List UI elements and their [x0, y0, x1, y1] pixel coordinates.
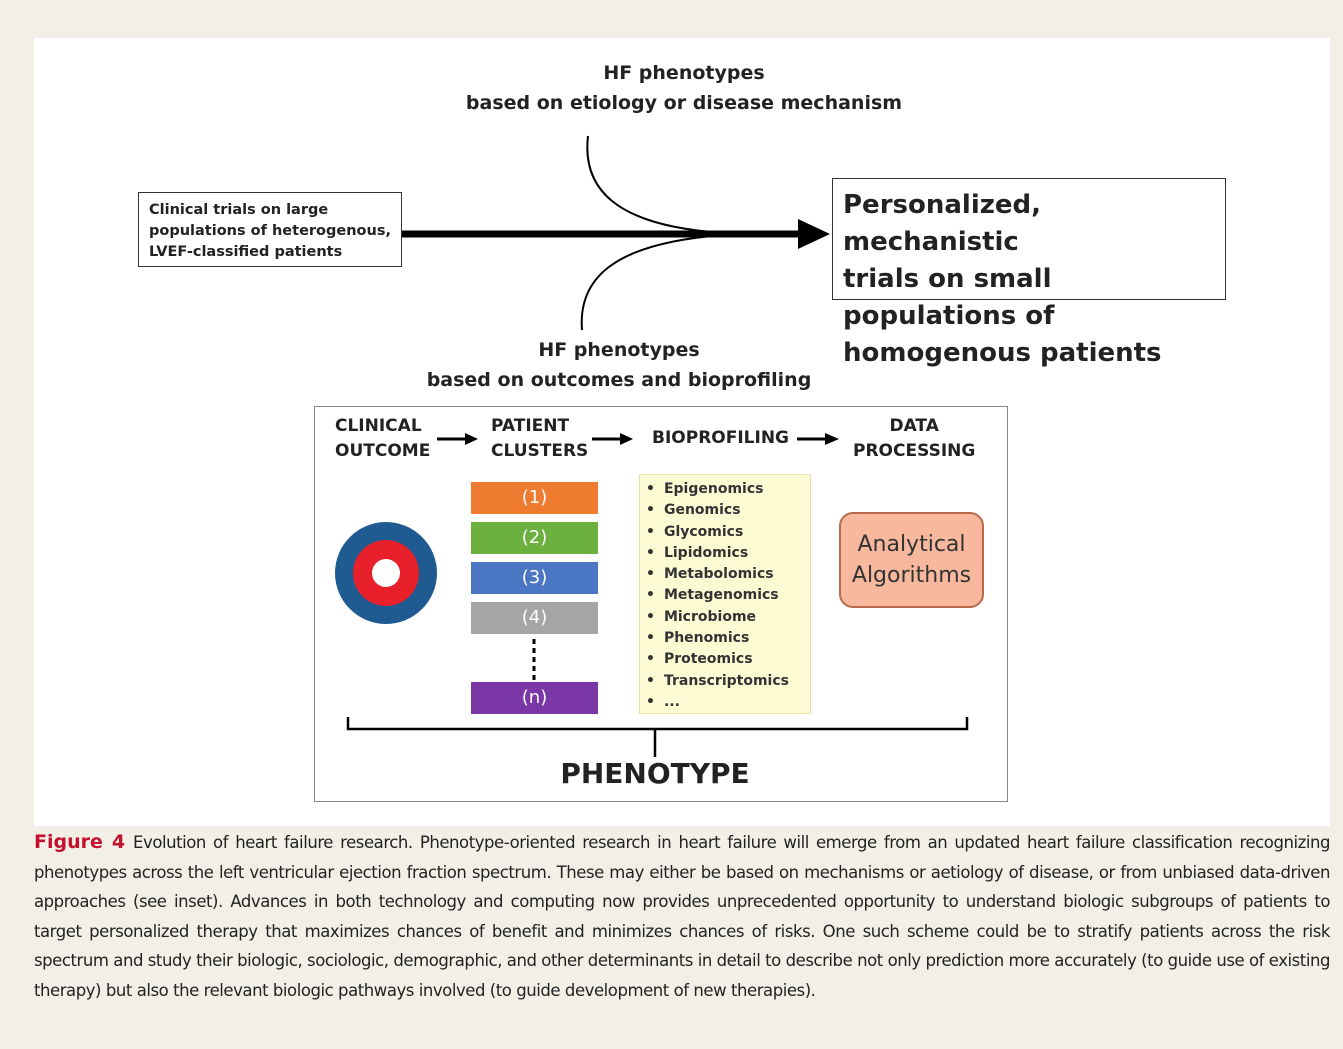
- step-bioprofiling: BIOPROFILING: [652, 426, 789, 451]
- cluster-label: (2): [521, 527, 548, 548]
- algorithm-line2: Algorithms: [851, 563, 972, 588]
- bottom-converging-curve: [580, 234, 725, 331]
- convergence-arrows: [402, 135, 830, 331]
- step-data-line1: DATA: [889, 416, 939, 436]
- caption-text: Evolution of heart failure research. Phe…: [34, 833, 1330, 1000]
- bioprofiling-item: Metabolomics: [646, 564, 810, 585]
- cluster-bar: (3): [471, 562, 598, 594]
- bioprofiling-item: Phenomics: [646, 628, 810, 649]
- left-box-line2: populations of heterogenous,: [149, 223, 391, 239]
- cluster-label: (1): [521, 487, 548, 508]
- bioprofiling-item: Transcriptomics: [646, 671, 810, 692]
- step-arrow-1-head: [465, 433, 478, 445]
- top-converging-curve: [586, 135, 725, 234]
- step-clinical-line2: OUTCOME: [335, 441, 431, 461]
- bioprofiling-item: Proteomics: [646, 649, 810, 670]
- bottom-phenotype-label: HF phenotypes based on outcomes and biop…: [304, 335, 934, 395]
- bioprofiling-item: Glycomics: [646, 522, 810, 543]
- bottom-label-line1: HF phenotypes: [538, 339, 700, 361]
- top-label-line2: based on etiology or disease mechanism: [465, 92, 903, 114]
- bioprofiling-item: Metagenomics: [646, 585, 810, 606]
- top-phenotype-label: HF phenotypes based on etiology or disea…: [364, 58, 1004, 118]
- right-box-line2: trials on small populations of: [843, 264, 1055, 331]
- inset-graphics: [335, 433, 969, 757]
- phenotype-bracket: [346, 717, 969, 757]
- step-arrow-3-head: [825, 433, 839, 445]
- step-arrow-2-head: [620, 433, 633, 445]
- figure-panel: HF phenotypes based on etiology or disea…: [34, 38, 1330, 826]
- main-arrow-head: [798, 219, 830, 249]
- cluster-label: (4): [521, 607, 548, 628]
- algorithm-line1: Analytical: [857, 532, 966, 557]
- bottom-label-line2: based on outcomes and bioprofiling: [426, 369, 812, 391]
- bioprofiling-item: ...: [646, 692, 810, 713]
- step-clinical-line1: CLINICAL: [335, 416, 422, 436]
- phenotype-label: PHENOTYPE: [560, 757, 750, 790]
- cluster-bar: (1): [471, 482, 598, 514]
- left-box-line3: LVEF-classified patients: [149, 244, 343, 260]
- left-box-line1: Clinical trials on large: [149, 202, 329, 218]
- right-box-line1: Personalized, mechanistic: [843, 190, 1041, 257]
- step-patient-clusters: PATIENT CLUSTERS: [491, 414, 588, 464]
- step-bioprofiling-line1: BIOPROFILING: [652, 428, 790, 448]
- analytical-algorithms-box: Analytical Algorithms: [839, 512, 984, 608]
- cluster-bar: (4): [471, 602, 598, 634]
- step-clusters-line2: CLUSTERS: [491, 441, 589, 461]
- step-clinical-outcome: CLINICAL OUTCOME: [335, 414, 430, 464]
- target-center: [372, 559, 400, 587]
- bioprofiling-item: Genomics: [646, 500, 810, 521]
- cluster-label: (3): [521, 567, 548, 588]
- bioprofiling-list: Epigenomics Genomics Glycomics Lipidomic…: [646, 479, 810, 713]
- bioprofiling-item: Microbiome: [646, 607, 810, 628]
- bioprofiling-list-box: Epigenomics Genomics Glycomics Lipidomic…: [639, 474, 811, 714]
- step-data-processing: DATA PROCESSING: [853, 414, 975, 464]
- step-data-line2: PROCESSING: [853, 441, 976, 461]
- right-trials-box: Personalized, mechanistic trials on smal…: [832, 178, 1226, 368]
- right-box-line3: homogenous patients: [843, 338, 1162, 368]
- figure-number: Figure 4: [34, 831, 126, 853]
- top-label-line1: HF phenotypes: [603, 62, 765, 84]
- step-clusters-line1: PATIENT: [491, 416, 570, 436]
- cluster-label: (n): [521, 687, 548, 708]
- bioprofiling-item: Lipidomics: [646, 543, 810, 564]
- bioprofiling-item: Epigenomics: [646, 479, 810, 500]
- bioprofiling-inset: CLINICAL OUTCOME PATIENT CLUSTERS BIOPRO…: [314, 406, 1008, 802]
- cluster-bar: (n): [471, 682, 598, 714]
- cluster-bar: (2): [471, 522, 598, 554]
- left-trials-box: Clinical trials on large populations of …: [138, 192, 402, 267]
